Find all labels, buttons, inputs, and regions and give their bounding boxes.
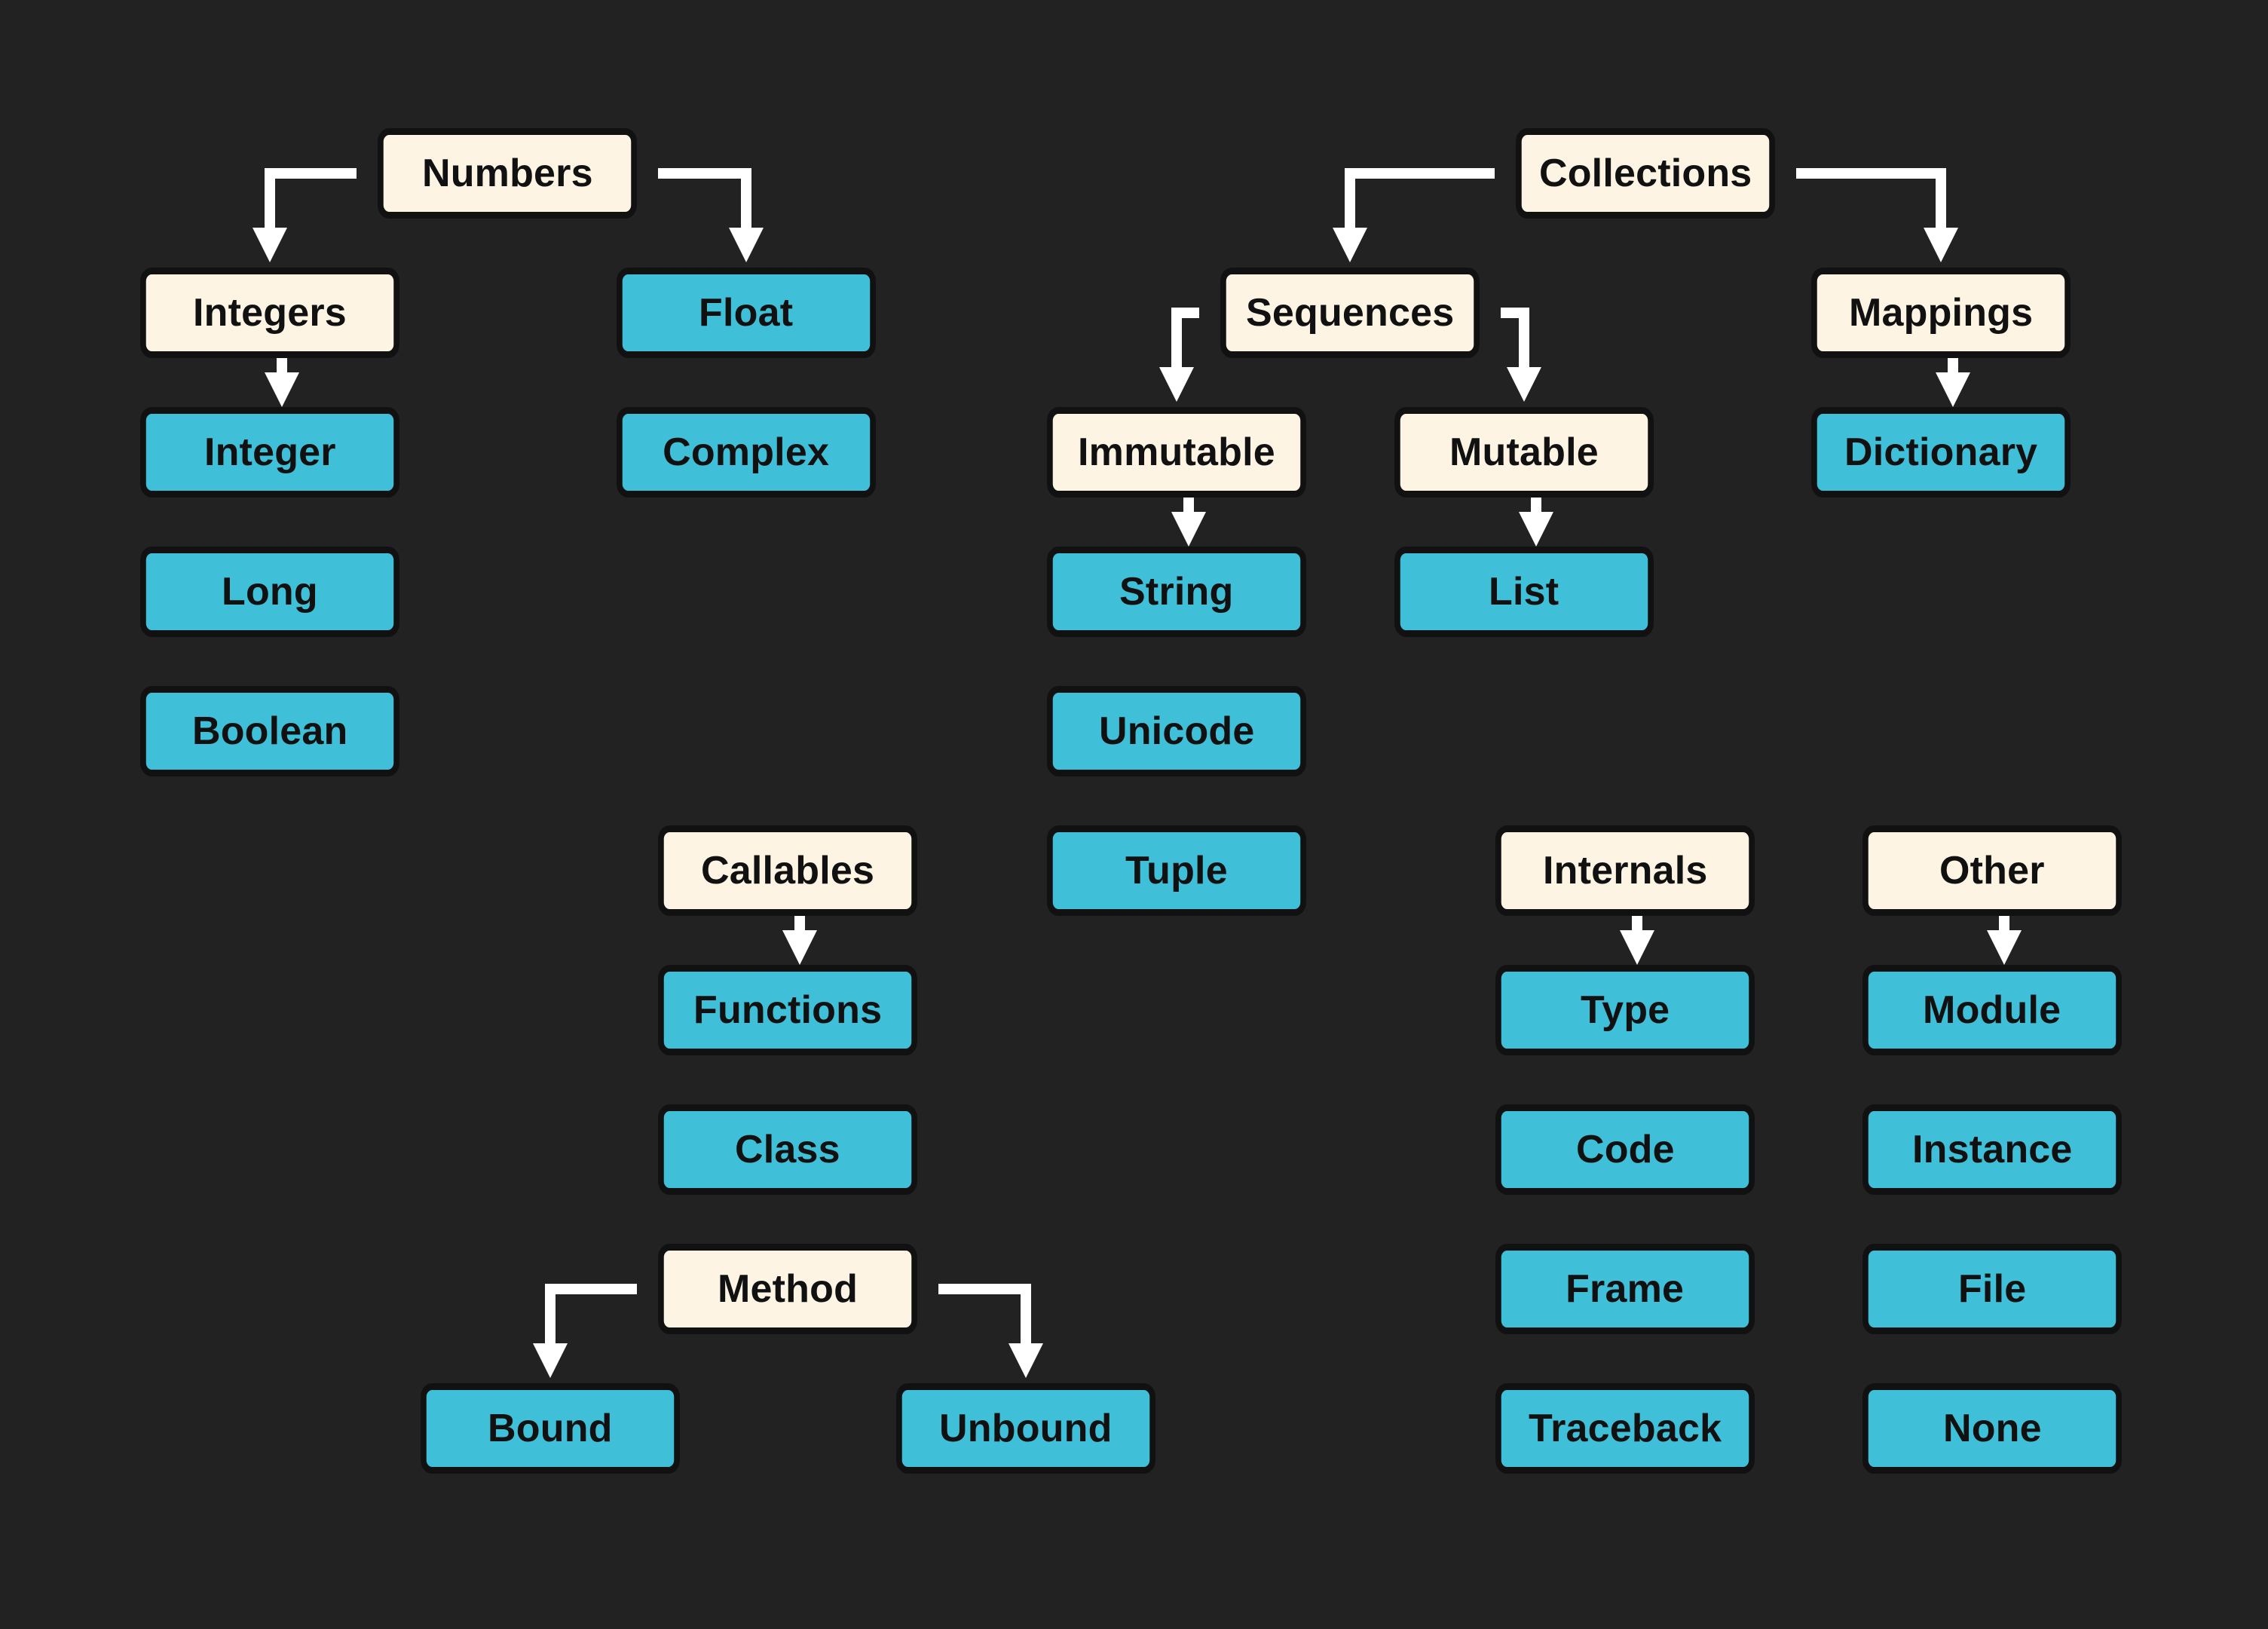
node-callables[interactable]: Callables xyxy=(658,825,917,916)
node-label: Traceback xyxy=(1528,1407,1722,1450)
connector-arrow xyxy=(782,916,817,965)
node-label: Instance xyxy=(1911,1128,2073,1171)
connector-arrow xyxy=(641,168,764,273)
connector-arrow xyxy=(253,168,374,273)
node-label: Long xyxy=(222,570,318,614)
node-unbound[interactable]: Unbound xyxy=(896,1383,1155,1474)
node-label: Tuple xyxy=(1125,849,1228,893)
node-method[interactable]: Method xyxy=(658,1244,917,1334)
node-functions[interactable]: Functions xyxy=(658,965,917,1055)
node-type[interactable]: Type xyxy=(1495,965,1755,1055)
node-label: Float xyxy=(699,291,794,335)
node-boolean[interactable]: Boolean xyxy=(140,686,399,776)
node-label: Class xyxy=(735,1128,840,1171)
node-dictionary[interactable]: Dictionary xyxy=(1811,407,2071,498)
node-label: Method xyxy=(717,1267,859,1311)
connector-arrow xyxy=(1779,168,1958,273)
node-mutable[interactable]: Mutable xyxy=(1394,407,1654,498)
connector-arrow xyxy=(1987,916,2022,965)
node-label: Bound xyxy=(488,1407,613,1450)
node-label: Functions xyxy=(693,988,883,1032)
node-module[interactable]: Module xyxy=(1862,965,2122,1055)
node-string[interactable]: String xyxy=(1047,547,1306,637)
node-label: Frame xyxy=(1566,1267,1685,1311)
connector-arrow xyxy=(1620,916,1654,965)
node-sequences[interactable]: Sequences xyxy=(1220,268,1480,358)
connector-arrow xyxy=(1333,168,1512,273)
node-traceback[interactable]: Traceback xyxy=(1495,1383,1755,1474)
node-label: File xyxy=(1957,1267,2027,1311)
node-list[interactable]: List xyxy=(1394,547,1654,637)
node-label: Module xyxy=(1923,988,2061,1032)
node-label: Integers xyxy=(193,291,347,335)
node-label: Collections xyxy=(1538,152,1752,195)
node-label: Immutable xyxy=(1078,430,1275,474)
connector-arrow xyxy=(1936,358,1970,407)
connector-arrow xyxy=(1483,308,1541,412)
node-integer[interactable]: Integer xyxy=(140,407,399,498)
node-mappings[interactable]: Mappings xyxy=(1811,268,2071,358)
node-label: Type xyxy=(1580,988,1670,1032)
node-float[interactable]: Float xyxy=(617,268,876,358)
node-label: Code xyxy=(1575,1128,1675,1171)
node-label: Dictionary xyxy=(1844,430,2038,474)
node-long[interactable]: Long xyxy=(140,547,399,637)
node-label: Sequences xyxy=(1245,291,1455,335)
connector-arrow xyxy=(1519,498,1553,547)
node-collections[interactable]: Collections xyxy=(1516,128,1775,219)
node-label: Numbers xyxy=(421,152,593,195)
node-label: Unbound xyxy=(939,1407,1113,1450)
node-label: String xyxy=(1119,570,1234,614)
node-bound[interactable]: Bound xyxy=(421,1383,680,1474)
node-label: Mappings xyxy=(1848,291,2034,335)
node-label: Mutable xyxy=(1449,430,1599,474)
node-complex[interactable]: Complex xyxy=(617,407,876,498)
node-code[interactable]: Code xyxy=(1495,1104,1755,1195)
node-none[interactable]: None xyxy=(1862,1383,2122,1474)
connector-arrow xyxy=(533,1284,654,1389)
node-label: Callables xyxy=(700,849,875,893)
connector-arrow xyxy=(921,1284,1043,1389)
node-integers[interactable]: Integers xyxy=(140,268,399,358)
node-immutable[interactable]: Immutable xyxy=(1047,407,1306,498)
node-numbers[interactable]: Numbers xyxy=(378,128,637,219)
node-label: Other xyxy=(1939,849,2045,893)
node-label: List xyxy=(1489,570,1559,614)
node-label: Integer xyxy=(204,430,336,474)
node-file[interactable]: File xyxy=(1862,1244,2122,1334)
node-label: None xyxy=(1942,1407,2042,1450)
node-other[interactable]: Other xyxy=(1862,825,2122,916)
node-class[interactable]: Class xyxy=(658,1104,917,1195)
node-unicode[interactable]: Unicode xyxy=(1047,686,1306,776)
node-label: Complex xyxy=(663,430,830,474)
node-tuple[interactable]: Tuple xyxy=(1047,825,1306,916)
node-label: Internals xyxy=(1542,849,1708,893)
node-frame[interactable]: Frame xyxy=(1495,1244,1755,1334)
connector-arrow xyxy=(265,358,299,407)
node-instance[interactable]: Instance xyxy=(1862,1104,2122,1195)
node-label: Unicode xyxy=(1098,709,1255,753)
node-internals[interactable]: Internals xyxy=(1495,825,1755,916)
connector-arrow xyxy=(1171,498,1206,547)
connector-arrow xyxy=(1159,308,1217,412)
node-label: Boolean xyxy=(191,709,348,753)
